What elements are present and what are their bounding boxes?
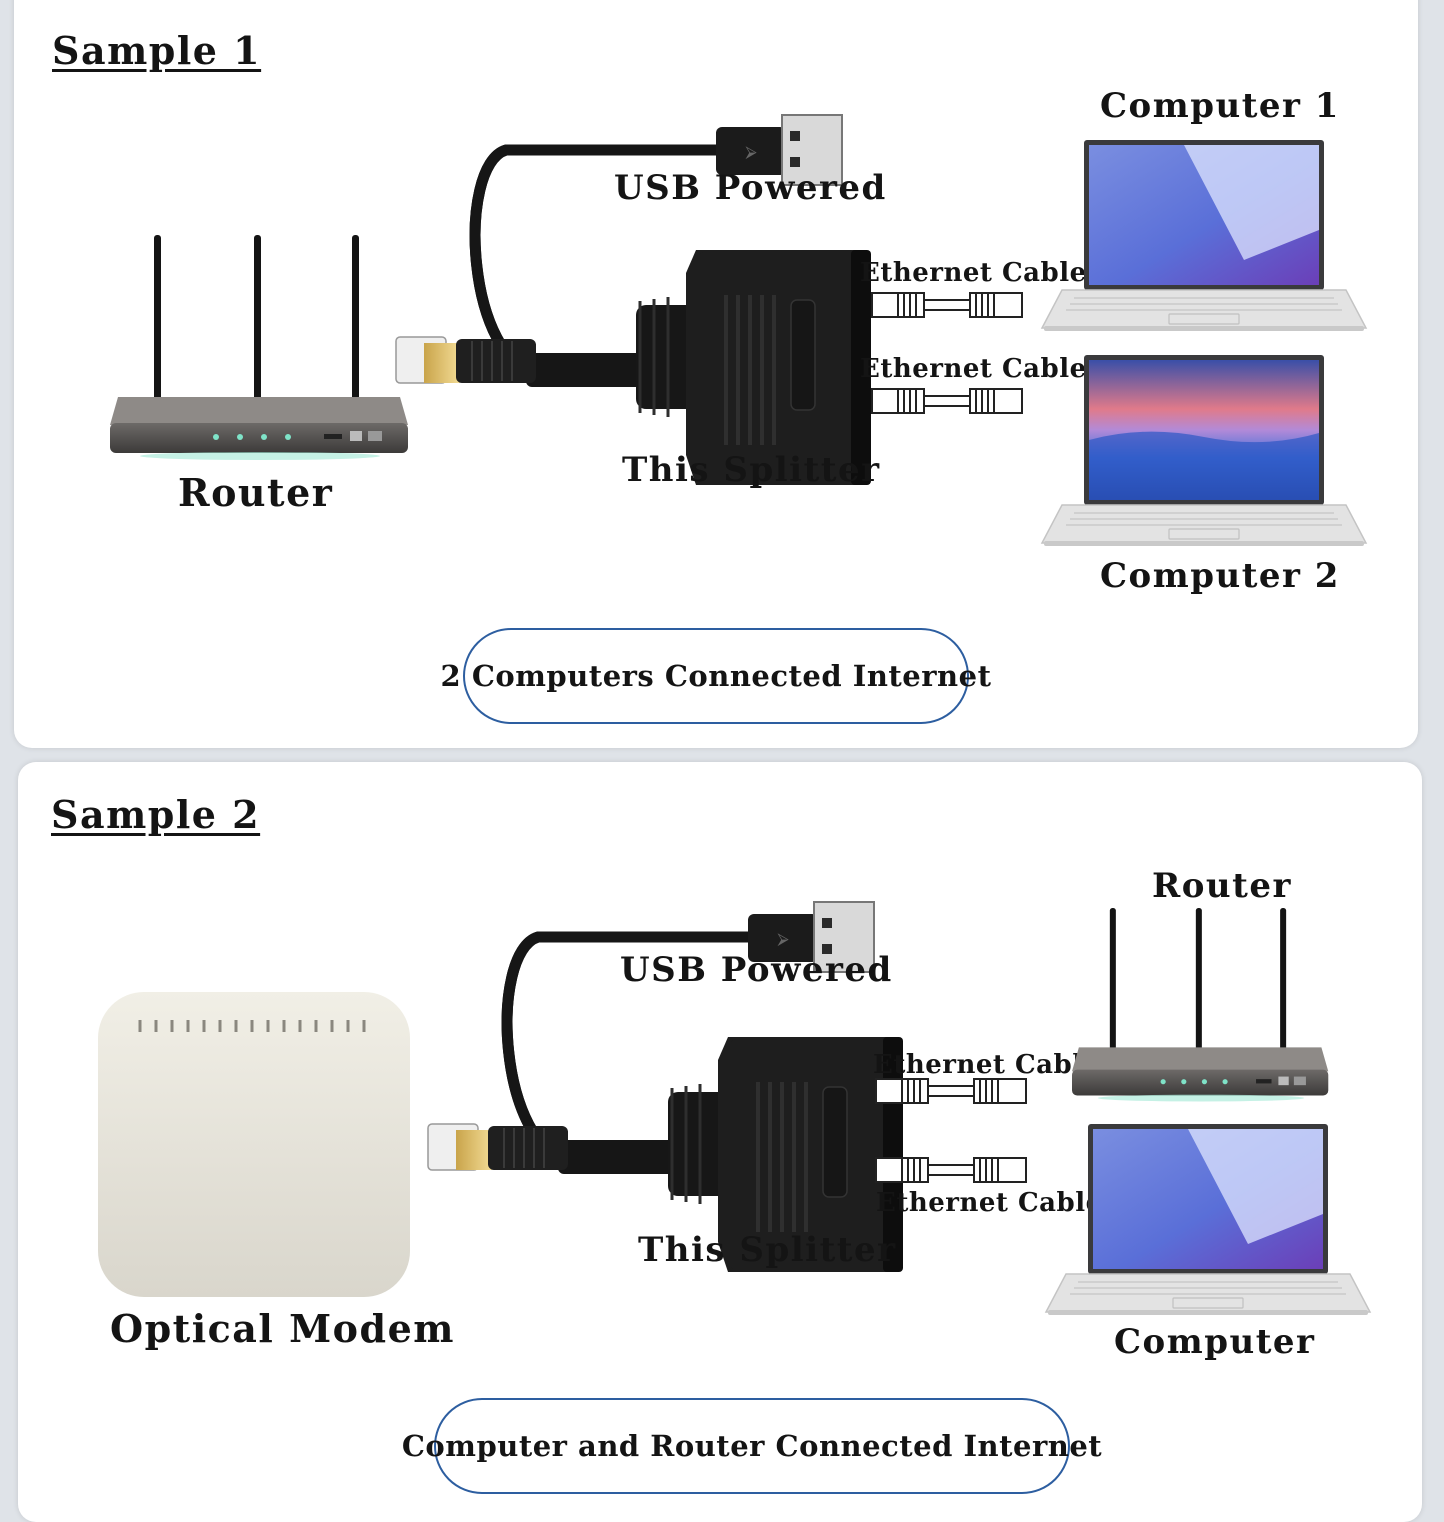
sample-1-caption-pill: 2 Computers Connected Internet: [463, 628, 969, 724]
sample-2-heading: Sample 2: [51, 792, 260, 837]
optical-modem-image: [98, 992, 418, 1302]
router-label: Router: [1152, 866, 1292, 906]
laptop-1-image: [1084, 140, 1414, 340]
laptop-2-image: [1084, 355, 1414, 555]
ethernet-cable-label-2: Ethernet Cable: [876, 1188, 1103, 1218]
splitter-label: This Splitter: [638, 1230, 897, 1270]
sample-2-caption-pill: Computer and Router Connected Internet: [434, 1398, 1070, 1494]
usb-powered-label: USB Powered: [620, 950, 893, 990]
usb-powered-label: USB Powered: [614, 168, 887, 208]
ethernet-cable-label-1: Ethernet Cable: [860, 258, 1087, 288]
router-image: [110, 235, 420, 470]
ethernet-cable-icon: [872, 389, 1032, 419]
optical-modem-label: Optical Modem: [110, 1306, 455, 1351]
sample-1-caption: 2 Computers Connected Internet: [441, 659, 992, 693]
ethernet-cable-icon: [876, 1158, 1036, 1188]
ethernet-cable-label-1: Ethernet Cable: [873, 1050, 1100, 1080]
sample-2-caption: Computer and Router Connected Internet: [402, 1429, 1102, 1463]
laptop-image: [1088, 1124, 1418, 1324]
sample-1-heading: Sample 1: [52, 28, 261, 73]
splitter-label: This Splitter: [622, 450, 881, 490]
ethernet-cable-icon: [876, 1079, 1036, 1109]
ethernet-cable-label-2: Ethernet Cable: [860, 354, 1087, 384]
router-label: Router: [178, 470, 333, 515]
computer-1-label: Computer 1: [1100, 86, 1340, 126]
sample-2-panel: Sample 2 Optical Modem USB Powered This …: [18, 762, 1422, 1522]
computer-2-label: Computer 2: [1100, 556, 1340, 596]
computer-label: Computer: [1114, 1322, 1315, 1362]
ethernet-cable-icon: [872, 293, 1032, 323]
router-image: [1072, 908, 1342, 1108]
sample-1-panel: Sample 1 Router USB Powered This Splitte…: [14, 0, 1418, 748]
